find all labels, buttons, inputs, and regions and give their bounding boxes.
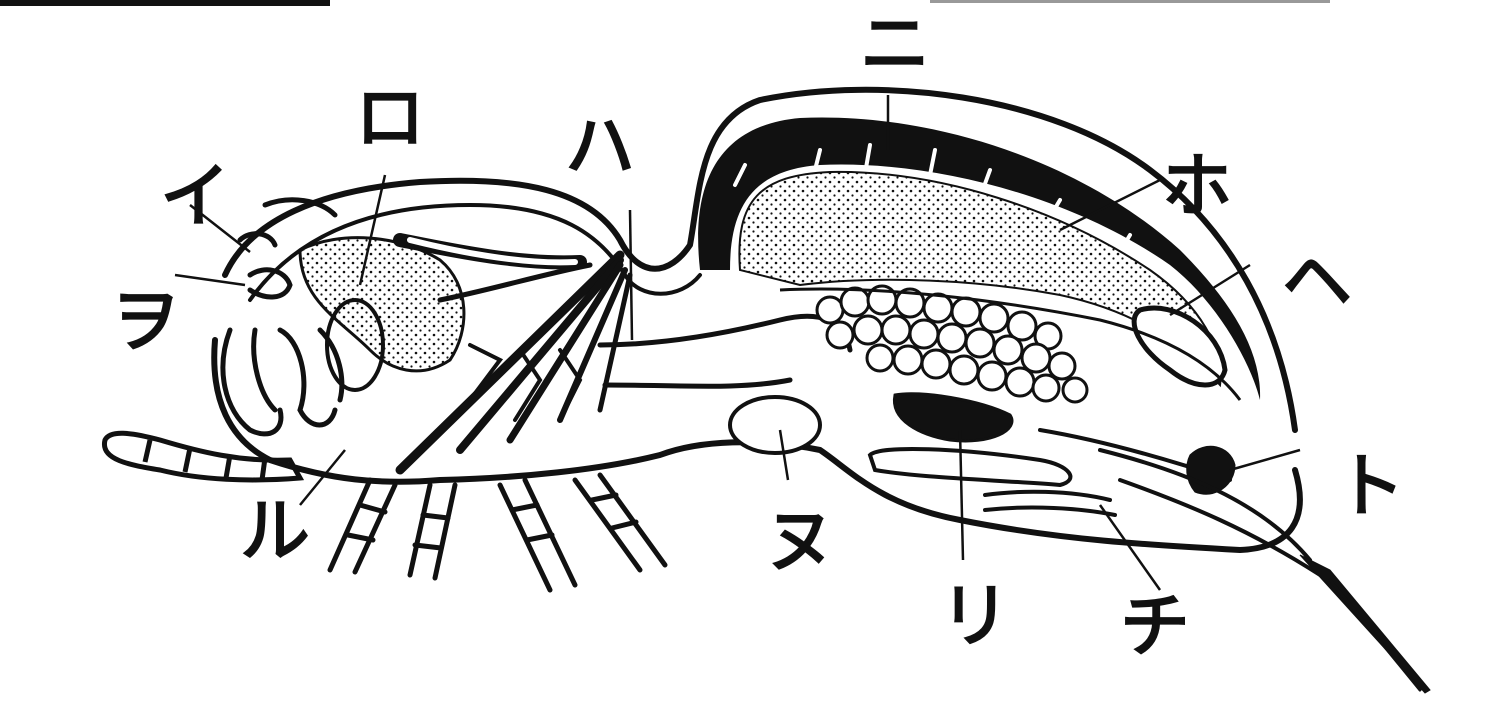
antenna [104, 433, 300, 480]
label-ro: ロ [355, 77, 425, 159]
label-wo: ヲ [110, 280, 180, 362]
egg-cluster [817, 286, 1087, 402]
scan-edge-right [930, 0, 1330, 3]
label-he: ヘ [1282, 240, 1352, 322]
label-ha: ハ [565, 105, 635, 187]
label-nu: ヌ [765, 500, 835, 582]
label-ho: ホ [1162, 145, 1232, 227]
dark-gland [894, 394, 1011, 441]
label-ru: ル [240, 490, 310, 572]
label-i: イ [160, 155, 230, 237]
small-vesicle [730, 397, 820, 453]
label-ri: リ [940, 575, 1010, 657]
label-ni: ニ [860, 3, 930, 85]
posterior-organ [1134, 308, 1225, 385]
label-chi: チ [1120, 585, 1190, 667]
scan-edge [0, 0, 330, 6]
legs [330, 475, 665, 590]
label-to: ト [1335, 445, 1405, 527]
